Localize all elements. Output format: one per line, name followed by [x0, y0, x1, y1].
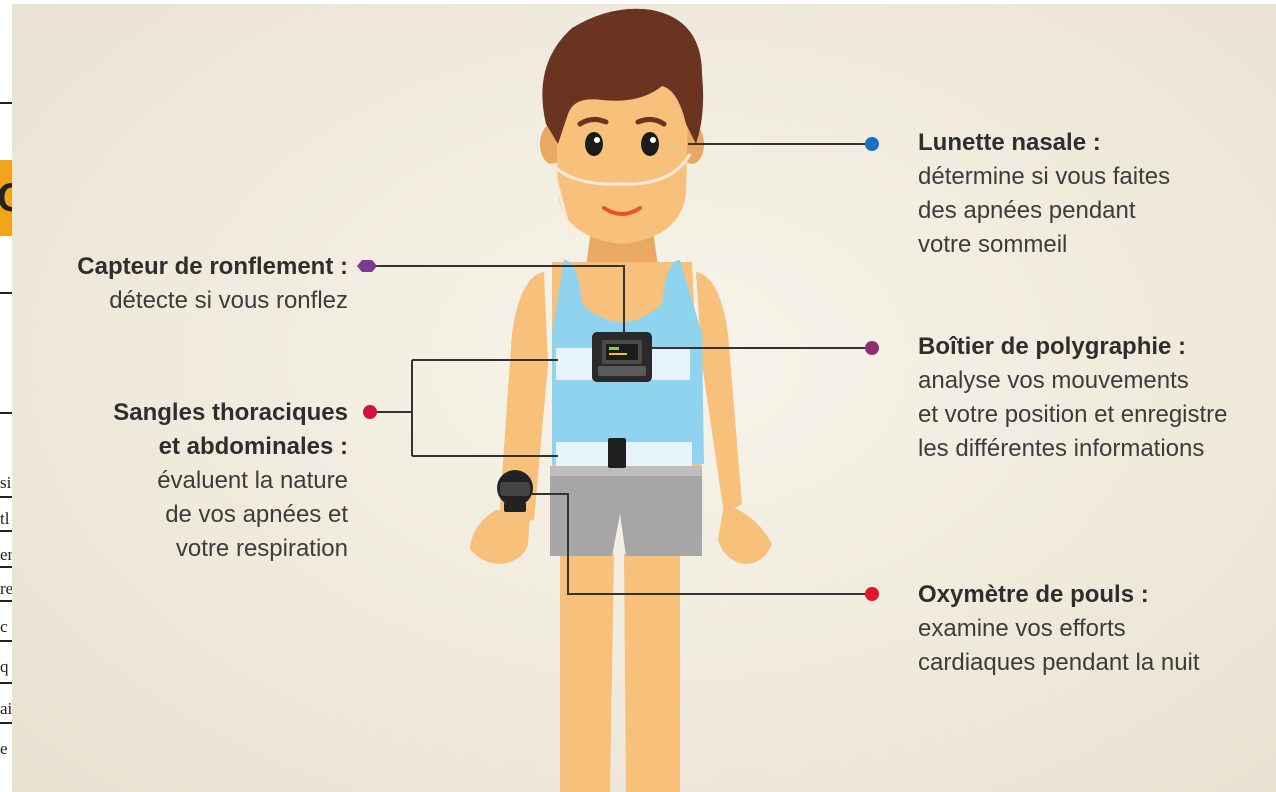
label-description: votre respiration: [12, 532, 348, 566]
label-title: Sangles thoraciques: [12, 396, 348, 430]
label-sangles: Sangles thoraciques et abdominales : éva…: [12, 396, 348, 566]
label-title: Capteur de ronflement :: [12, 250, 348, 284]
background-text-fragment: ai: [0, 700, 12, 717]
label-description: et votre position et enregistre: [918, 398, 1276, 432]
left-eye: [585, 132, 603, 156]
label-description: de vos apnées et: [12, 498, 348, 532]
label-title: Boîtier de polygraphie :: [918, 330, 1276, 364]
background-text-fragment: q: [0, 658, 9, 675]
label-title: Lunette nasale :: [918, 126, 1258, 160]
shorts-icon: [550, 472, 702, 556]
label-oxymetre-pouls: Oxymètre de pouls : examine vos efforts …: [918, 578, 1268, 680]
label-description: évaluent la nature: [12, 464, 348, 498]
label-capteur-ronflement: Capteur de ronflement : détecte si vous …: [12, 250, 348, 318]
background-text-fragment: si: [0, 474, 11, 491]
background-text-fragment: c: [0, 618, 8, 635]
abdominal-sensor-icon: [608, 438, 626, 468]
label-description: examine vos efforts: [918, 612, 1268, 646]
label-description: cardiaques pendant la nuit: [918, 646, 1268, 680]
label-description: des apnées pendant: [918, 194, 1258, 228]
left-hand: [470, 510, 530, 564]
right-hand: [718, 504, 772, 564]
boitier-indicator-dot: [865, 341, 879, 355]
label-description: les différentes informations: [918, 432, 1276, 466]
background-text-fragment: tl: [0, 510, 9, 527]
background-text-fragment: e: [0, 740, 8, 757]
label-lunette-nasale: Lunette nasale : détermine si vous faite…: [918, 126, 1258, 262]
oxymetre-indicator-dot: [865, 587, 879, 601]
label-description: détermine si vous faites: [918, 160, 1258, 194]
lunette-indicator-dot: [865, 137, 879, 151]
capteur-indicator-dot: [357, 260, 377, 272]
label-title: Oxymètre de pouls :: [918, 578, 1268, 612]
label-description: votre sommeil: [918, 228, 1258, 262]
polygraphy-infographic: Lunette nasale : détermine si vous faite…: [12, 4, 1276, 792]
right-leg: [624, 554, 680, 792]
right-eye: [641, 132, 659, 156]
label-boitier-polygraphie: Boîtier de polygraphie : analyse vos mou…: [918, 330, 1276, 466]
label-title: et abdominales :: [12, 430, 348, 464]
label-description: détecte si vous ronflez: [12, 284, 348, 318]
sangles-indicator-dot: [363, 405, 377, 419]
label-description: analyse vos mouvements: [918, 364, 1276, 398]
